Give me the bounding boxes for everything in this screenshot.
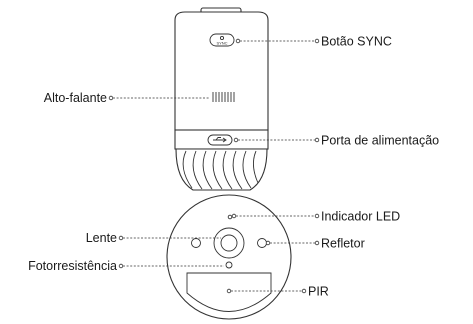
callout-power-port: Porta de alimentação (233, 134, 439, 148)
led-indicator (227, 214, 233, 220)
sync-button: SYNC (209, 33, 235, 47)
callout-speaker: Alto-falante (44, 91, 210, 105)
callout-lens: Lente (86, 231, 221, 245)
callout-sync-button: Botão SYNC (235, 35, 392, 49)
front-housing (166, 194, 292, 320)
pir-window (186, 272, 272, 312)
lens-inner (220, 234, 238, 252)
label-led-indicator: Indicador LED (321, 210, 400, 224)
callout-photoresistor: Fotorresistência (28, 259, 224, 273)
power-port (207, 134, 233, 146)
speaker-grille (212, 92, 235, 102)
upper-body (174, 11, 269, 131)
callout-reflector: Refletor (265, 237, 365, 251)
lens-outer (213, 227, 245, 259)
lower-base (175, 148, 268, 191)
port-band (174, 129, 269, 150)
label-power-port: Porta de alimentação (321, 134, 439, 148)
camera-side-view: SYNC (174, 7, 269, 191)
label-photoresistor: Fotorresistência (28, 259, 117, 273)
callout-led-indicator: Indicador LED (231, 210, 400, 224)
camera-front-view (166, 194, 292, 320)
label-sync-button: Botão SYNC (321, 35, 392, 49)
sync-button-text: SYNC (216, 41, 227, 46)
label-reflector: Refletor (321, 237, 365, 251)
left-reflector (191, 238, 201, 248)
label-lens: Lente (86, 231, 117, 245)
label-pir: PIR (308, 285, 329, 299)
callout-pir: PIR (226, 285, 329, 299)
label-speaker: Alto-falante (44, 91, 107, 105)
base-ribs (182, 150, 259, 190)
photoresistor (225, 261, 233, 269)
